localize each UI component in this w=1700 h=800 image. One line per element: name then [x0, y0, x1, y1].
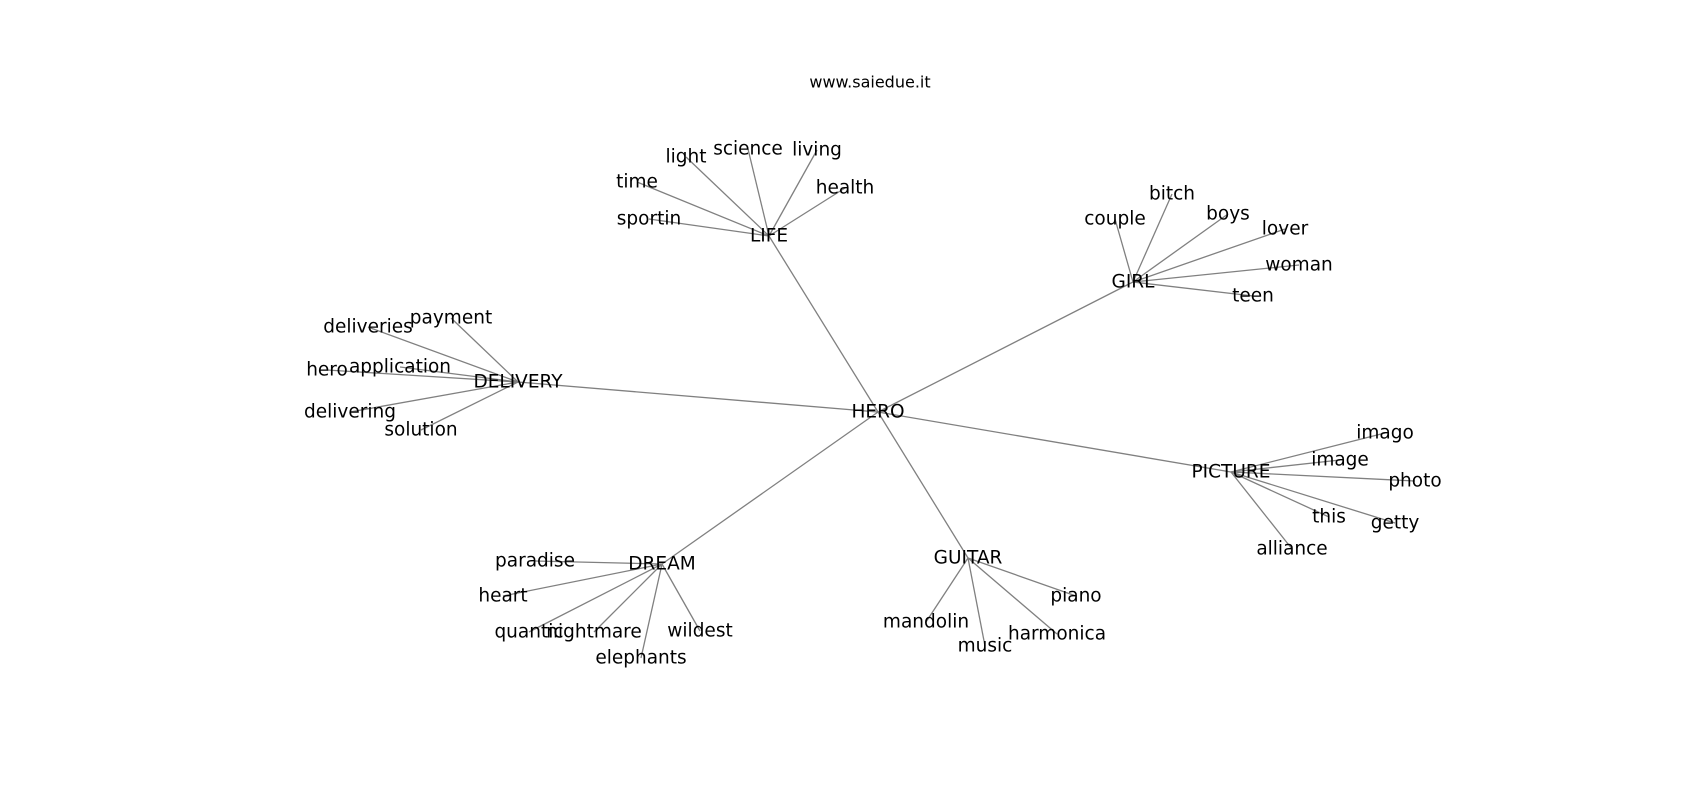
- edge-dream-elephants: [640, 563, 663, 659]
- edge-guitar-piano: [967, 557, 1077, 597]
- edge-picture-alliance: [1230, 471, 1293, 550]
- node-bitch: bitch: [1149, 184, 1195, 205]
- edge-life-time: [636, 181, 770, 237]
- node-hero: HERO: [851, 402, 904, 423]
- node-heart: heart: [478, 586, 527, 607]
- node-solution: solution: [384, 420, 457, 441]
- node-application: application: [349, 357, 451, 378]
- edge-girl-couple: [1114, 218, 1134, 283]
- edge-delivery-hero: [326, 369, 519, 383]
- edge-delivery-solution: [420, 381, 519, 431]
- edge-dream-paradise: [534, 560, 663, 565]
- edge-dream-wildest: [661, 563, 701, 632]
- edge-picture-getty: [1230, 471, 1396, 524]
- edge-guitar-music: [967, 557, 986, 647]
- node-harmonica: harmonica: [1008, 624, 1106, 645]
- node-photo: photo: [1388, 471, 1441, 492]
- node-woman: woman: [1265, 255, 1333, 276]
- node-health: health: [816, 178, 875, 199]
- edge-delivery-delivering: [349, 381, 519, 413]
- edge-hero-picture: [877, 411, 1232, 473]
- edge-dream-quantic: [528, 563, 663, 633]
- edge-picture-image: [1230, 459, 1341, 473]
- node-getty: getty: [1371, 513, 1420, 534]
- edge-life-light: [685, 156, 770, 237]
- node-light: light: [665, 147, 706, 168]
- node-deliveries: deliveries: [323, 317, 413, 338]
- edge-life-science: [747, 148, 770, 237]
- edges-layer: [326, 148, 1416, 659]
- node-hero: hero: [306, 360, 348, 381]
- node-elephants: elephants: [595, 648, 686, 669]
- node-delivering: delivering: [304, 402, 396, 423]
- node-dream: DREAM: [628, 554, 695, 575]
- edge-delivery-payment: [450, 317, 519, 383]
- edge-life-sportin: [648, 218, 770, 237]
- edge-girl-lover: [1132, 228, 1286, 283]
- node-girl: GIRL: [1112, 272, 1156, 293]
- edge-girl-bitch: [1132, 193, 1173, 283]
- node-this: this: [1312, 507, 1346, 528]
- node-quantic: quantic: [494, 622, 563, 643]
- edge-hero-life: [768, 235, 879, 413]
- node-guitar: GUITAR: [934, 548, 1003, 569]
- edge-girl-teen: [1132, 281, 1254, 297]
- node-payment: payment: [410, 308, 492, 329]
- node-living: living: [792, 140, 842, 161]
- node-wildest: wildest: [667, 621, 732, 642]
- node-nightmare: nightmare: [546, 622, 642, 643]
- edge-hero-girl: [877, 281, 1134, 413]
- edge-dream-nightmare: [593, 563, 663, 633]
- edge-hero-dream: [661, 411, 879, 565]
- node-couple: couple: [1084, 209, 1145, 230]
- edge-girl-boys: [1132, 213, 1229, 283]
- edge-picture-this: [1230, 471, 1330, 518]
- edge-life-health: [768, 187, 846, 237]
- node-sportin: sportin: [617, 209, 681, 230]
- edge-guitar-harmonica: [967, 557, 1058, 635]
- edge-picture-photo: [1230, 471, 1416, 482]
- node-alliance: alliance: [1256, 539, 1327, 560]
- node-mandolin: mandolin: [883, 612, 969, 633]
- edge-girl-woman: [1132, 264, 1300, 283]
- edge-life-living: [768, 149, 818, 237]
- node-life: LIFE: [750, 226, 788, 247]
- edge-guitar-mandolin: [925, 557, 969, 623]
- node-lover: lover: [1262, 219, 1309, 240]
- node-boys: boys: [1206, 204, 1250, 225]
- node-teen: teen: [1232, 286, 1274, 307]
- edge-delivery-application: [399, 366, 519, 383]
- node-picture: PICTURE: [1192, 462, 1271, 483]
- node-science: science: [713, 139, 783, 160]
- site-title: www.saiedue.it: [809, 73, 930, 92]
- edge-picture-imago: [1230, 432, 1386, 473]
- node-image: image: [1311, 450, 1369, 471]
- node-paradise: paradise: [495, 551, 575, 572]
- edge-hero-guitar: [877, 411, 969, 559]
- edge-dream-heart: [502, 563, 663, 597]
- node-piano: piano: [1050, 586, 1101, 607]
- node-time: time: [616, 172, 658, 193]
- node-imago: imago: [1356, 423, 1414, 444]
- edge-delivery-deliveries: [367, 326, 519, 383]
- edge-hero-delivery: [517, 381, 879, 413]
- node-music: music: [958, 636, 1013, 657]
- node-delivery: DELIVERY: [473, 372, 563, 393]
